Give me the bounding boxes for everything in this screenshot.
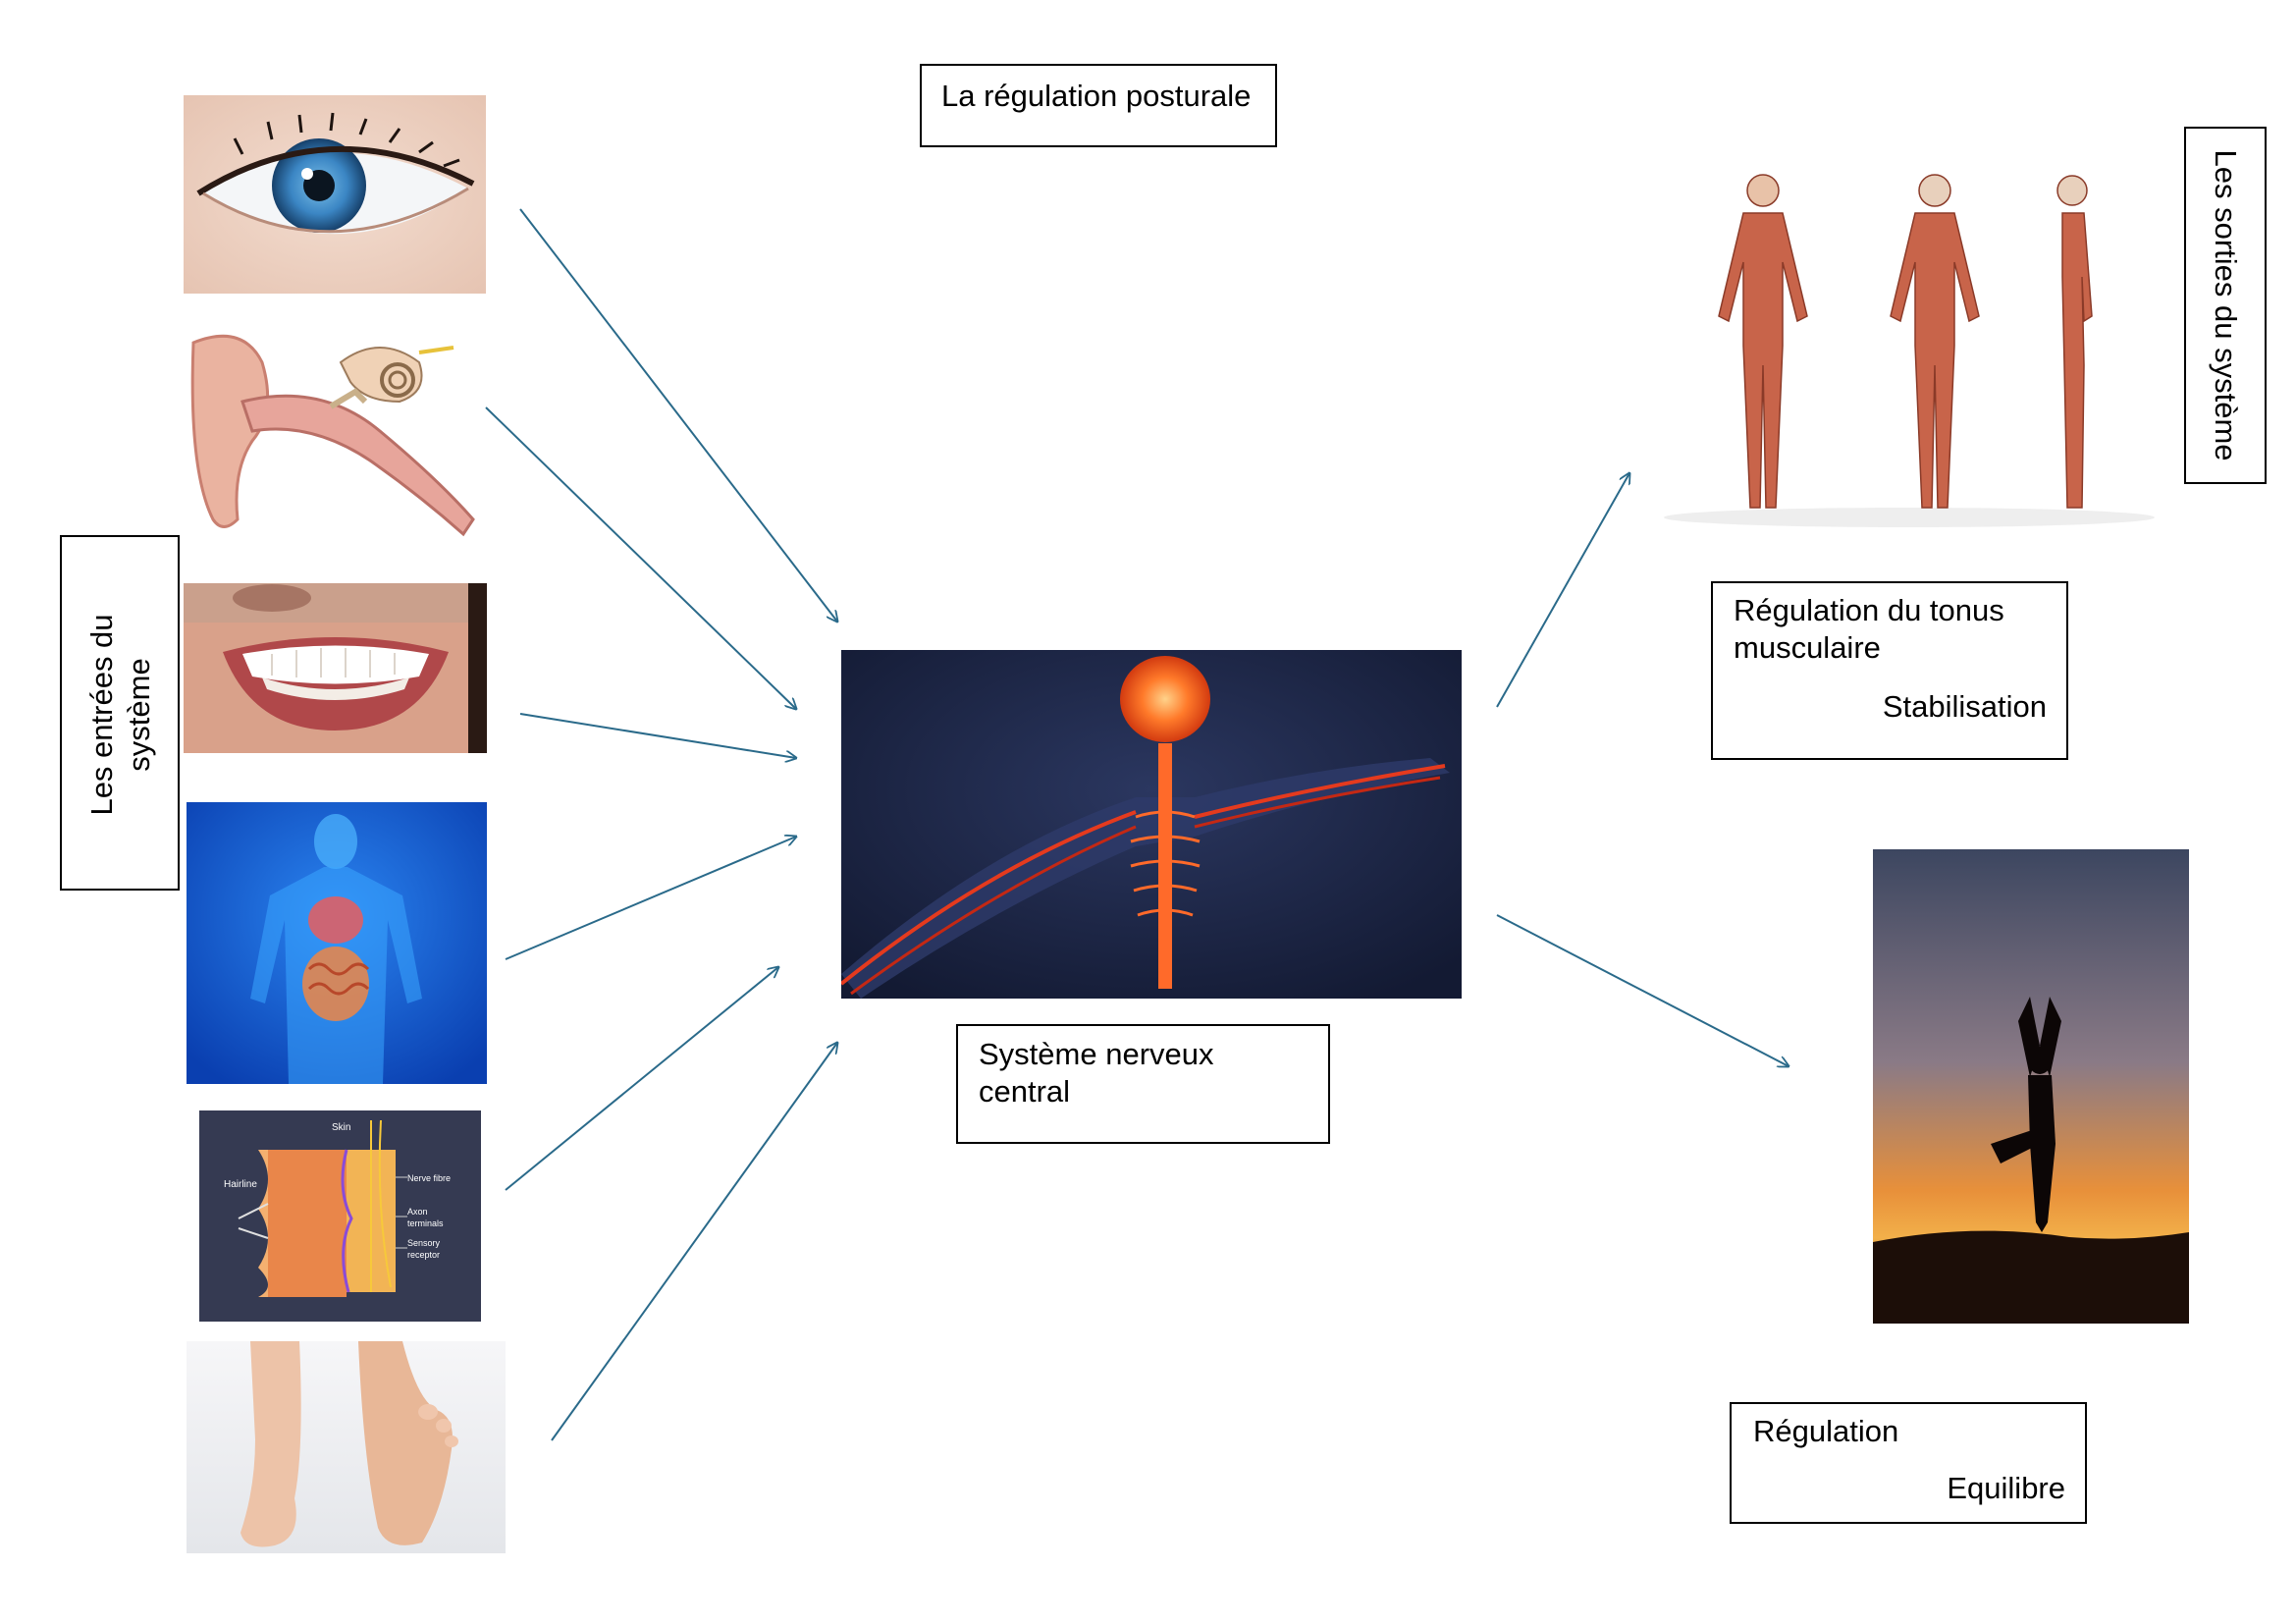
eye-image xyxy=(184,95,486,294)
skin-label-hairline: Hairline xyxy=(224,1179,257,1190)
skin-label-skin: Skin xyxy=(332,1122,350,1133)
output-muscle-tone-box: Régulation du tonus musculaire Stabilisa… xyxy=(1711,581,2068,760)
cns-label-line2: central xyxy=(979,1074,1071,1109)
mouth-smile-image xyxy=(184,583,487,753)
feet-image xyxy=(187,1341,506,1553)
muscular-figures-image xyxy=(1660,169,2159,527)
skin-label-axon1: Axon xyxy=(407,1207,428,1217)
arrow-ear-to-cns xyxy=(485,406,796,709)
output1-line1: Régulation du tonus xyxy=(1734,593,2004,627)
diagram-title: La régulation posturale xyxy=(920,64,1277,147)
skin-receptors-image: Skin Hairline Nerve fibre Axon terminals… xyxy=(199,1110,481,1322)
arrow-skin-to-cns xyxy=(505,967,778,1191)
skin-label-axon2: terminals xyxy=(407,1218,444,1228)
outputs-label-box: Les sorties du système xyxy=(2184,127,2267,484)
cns-label-box: Système nerveux central xyxy=(956,1024,1330,1144)
arrow-organs-to-cns xyxy=(505,837,796,960)
inner-ear-image xyxy=(184,323,480,545)
inputs-label-line1: Les entrées du xyxy=(84,614,119,816)
output2-line1: Régulation xyxy=(1753,1414,1899,1448)
arrow-cns-to-balance xyxy=(1496,914,1789,1066)
skin-label-nerve: Nerve fibre xyxy=(407,1173,451,1183)
yoga-balance-image xyxy=(1873,849,2189,1324)
output1-line3: Stabilisation xyxy=(1882,689,2047,724)
skin-label-sensory1: Sensory xyxy=(407,1238,441,1248)
internal-organs-image xyxy=(187,802,487,1084)
skin-label-sensory2: receptor xyxy=(407,1250,440,1260)
inputs-label-line2: système xyxy=(122,658,156,772)
arrow-cns-to-muscles xyxy=(1496,473,1629,708)
output1-line2: musculaire xyxy=(1734,630,1881,665)
output-balance-box: Régulation Equilibre xyxy=(1730,1402,2087,1524)
inputs-label: Les entrées du système xyxy=(83,614,158,815)
arrow-eye-to-cns xyxy=(519,208,837,622)
title-text: La régulation posturale xyxy=(941,79,1252,113)
arrow-feet-to-cns xyxy=(551,1043,837,1441)
output2-line2: Equilibre xyxy=(1947,1471,2065,1505)
nervous-system-image xyxy=(841,650,1462,999)
cns-label-line1: Système nerveux xyxy=(979,1037,1214,1071)
inputs-label-box: Les entrées du système xyxy=(60,535,180,891)
arrow-mouth-to-cns xyxy=(519,713,796,758)
outputs-label: Les sorties du système xyxy=(2209,149,2243,461)
